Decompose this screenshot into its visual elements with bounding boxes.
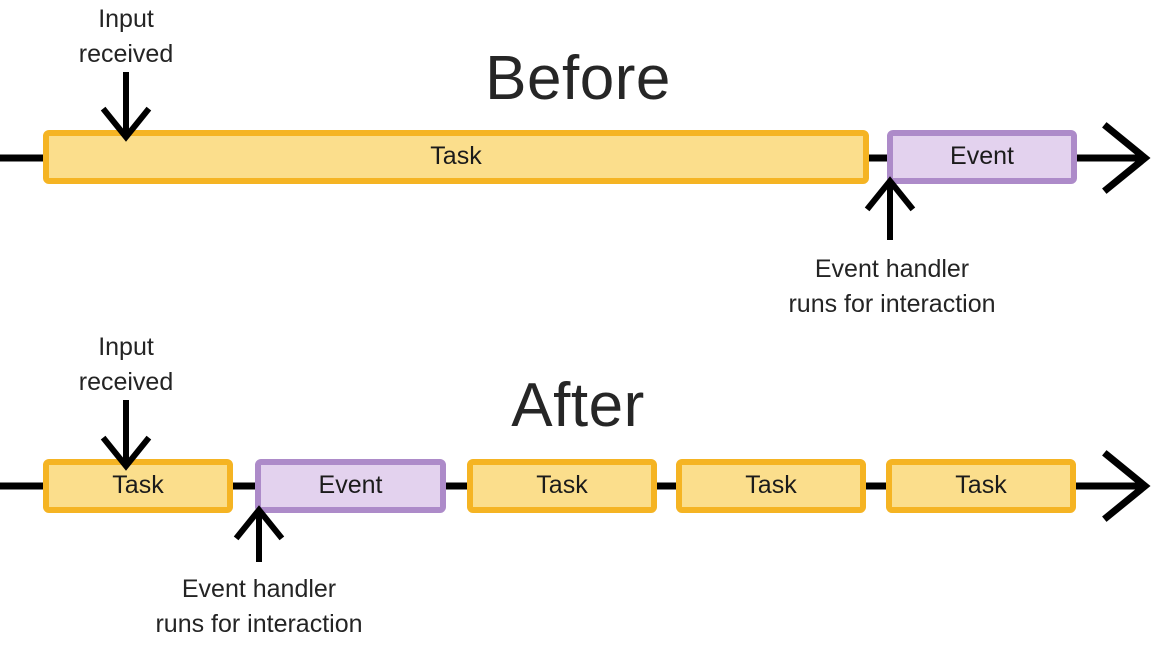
event-block-label: Event <box>950 142 1014 170</box>
section-title-before: Before <box>485 44 671 113</box>
event-block-label: Event <box>318 471 383 499</box>
task-block-after-3 <box>676 459 866 513</box>
callout-arrow-head-event-handler <box>864 176 916 212</box>
task-block-label: Task <box>112 471 164 499</box>
event-block-after-1 <box>255 459 446 513</box>
timeline-arrowhead <box>1102 122 1151 194</box>
task-block-before-0 <box>43 130 869 184</box>
section-title-after: After <box>511 371 645 440</box>
callout-arrow-head-input-received <box>100 435 152 471</box>
timeline-arrowhead <box>1102 450 1151 522</box>
section-after <box>0 400 1151 562</box>
task-block-label: Task <box>745 471 797 499</box>
task-block-after-2 <box>467 459 657 513</box>
section-before <box>0 72 1151 240</box>
task-block-after-4 <box>886 459 1076 513</box>
task-block-label: Task <box>955 471 1007 499</box>
task-block-after-0 <box>43 459 233 513</box>
event-block-before-1 <box>887 130 1077 184</box>
annotation-event-handler: Event handler runs for interaction <box>788 255 996 318</box>
annotation-input-received: Input received <box>78 333 174 396</box>
callout-arrow-head-event-handler <box>233 505 285 541</box>
callout-arrow-head-input-received <box>100 106 152 142</box>
annotation-input-received: Input received <box>78 5 174 68</box>
task-block-label: Task <box>536 471 588 499</box>
task-block-label: Task <box>430 142 482 170</box>
annotation-event-handler: Event handler runs for interaction <box>155 575 363 638</box>
